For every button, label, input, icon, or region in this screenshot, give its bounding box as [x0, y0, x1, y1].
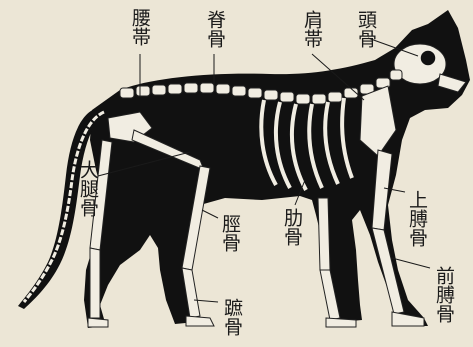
- label-humerus: 上膊骨: [407, 190, 426, 247]
- label-skull: 頭骨: [356, 10, 375, 48]
- label-tibia: 脛骨: [220, 214, 239, 252]
- label-radius: 前膊骨: [434, 266, 453, 323]
- label-femur: 大腿骨: [78, 160, 97, 217]
- label-metatarsal: 蹠骨: [222, 298, 241, 336]
- label-shoulder-girdle: 肩帯: [302, 10, 321, 48]
- label-spine: 脊骨: [205, 10, 224, 48]
- label-lumbar-girdle: 腰帯: [130, 8, 149, 46]
- label-rib: 肋骨: [282, 208, 301, 246]
